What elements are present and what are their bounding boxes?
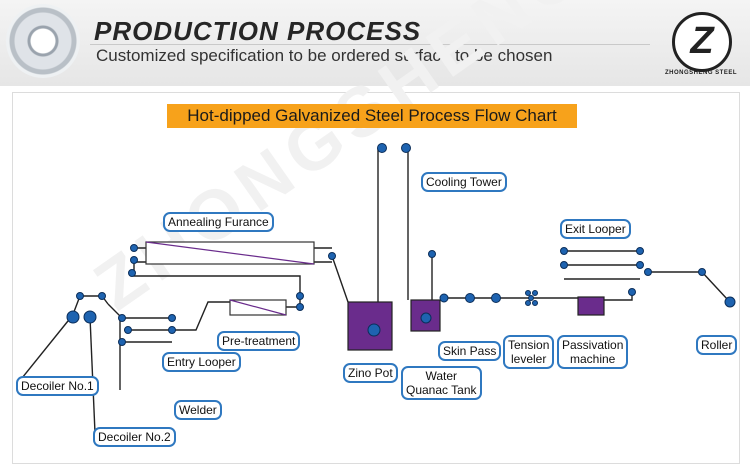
strip-line-to-pretreatment xyxy=(172,301,230,331)
furnace-roller-2 xyxy=(128,269,136,277)
flowchart-panel xyxy=(12,92,740,464)
bridle-roller-2 xyxy=(98,292,106,300)
entry-looper-roller-1 xyxy=(118,314,126,322)
cooling-tower-roller-1 xyxy=(377,143,387,153)
label-pre-treatment: Pre-treatment xyxy=(217,331,301,351)
skin-pass-roller-3 xyxy=(491,293,501,303)
label-entry-looper: Entry Looper xyxy=(162,352,241,372)
tension-roller-3 xyxy=(528,295,534,301)
label-water-quench-tank: Water Quanac Tank xyxy=(401,366,482,400)
label-roller: Roller xyxy=(696,335,738,355)
furnace-roller-1 xyxy=(130,256,138,264)
quench-roller xyxy=(420,312,432,324)
page-subtitle: Customized specification to be ordered s… xyxy=(96,46,553,65)
tension-roller-2 xyxy=(532,290,538,296)
exit-looper-roller-2 xyxy=(560,261,568,269)
exit-roller-2 xyxy=(698,268,706,276)
label-tension-leveler-line2: leveler xyxy=(511,352,547,366)
pretreatment-strip xyxy=(229,299,287,316)
exit-looper-roller-1 xyxy=(560,247,568,255)
label-skin-pass: Skin Pass xyxy=(438,341,502,361)
strip-line-to-exit-looper xyxy=(604,292,633,301)
entry-looper-roller-2 xyxy=(124,326,132,334)
final-roller xyxy=(724,296,736,308)
strip-line-to-roller xyxy=(648,271,729,301)
label-passivation-line1: Passivation xyxy=(562,338,624,352)
flowchart-title: Hot-dipped Galvanized Steel Process Flow… xyxy=(167,104,577,128)
header-banner xyxy=(0,0,750,86)
exit-looper-roller-4 xyxy=(636,261,644,269)
strip-line-decoiler1 xyxy=(17,315,73,384)
cooling-tower-roller-2 xyxy=(401,143,411,153)
label-tension-leveler: Tension leveler xyxy=(503,335,555,369)
tension-roller-1 xyxy=(525,290,531,296)
skin-pass-roller-2 xyxy=(465,293,475,303)
entry-looper-roller-5 xyxy=(168,326,176,334)
brand-logo-mark: Z xyxy=(690,20,714,62)
label-water-quench-line2: Quanac Tank xyxy=(406,383,477,397)
label-decoiler-1: Decoiler No.1 xyxy=(16,376,99,396)
label-cooling-tower: Cooling Tower xyxy=(421,172,507,192)
decoiler1-roller xyxy=(66,310,80,324)
pretreatment-roller-1 xyxy=(296,292,304,300)
pretreatment-roller-2 xyxy=(296,303,304,311)
strip-line-merge xyxy=(71,295,109,318)
label-water-quench-line1: Water xyxy=(425,369,458,383)
label-exit-looper: Exit Looper xyxy=(560,219,631,239)
skin-pass-roller-1 xyxy=(439,293,449,303)
exit-looper-roller-3 xyxy=(636,247,644,255)
annealing-furnace-strip xyxy=(145,241,315,265)
furnace-roller-4 xyxy=(328,252,336,260)
header-divider xyxy=(90,44,650,45)
exit-roller-1 xyxy=(644,268,652,276)
quench-roller-top xyxy=(428,250,436,258)
entry-looper-roller-4 xyxy=(168,314,176,322)
cooling-tower-strands xyxy=(377,148,409,330)
label-welder: Welder xyxy=(174,400,222,420)
page-title: PRODUCTION PROCESS xyxy=(94,16,422,46)
entry-looper-roller-3 xyxy=(118,338,126,346)
steel-coil-image xyxy=(6,4,80,78)
label-passivation-machine: Passivation machine xyxy=(557,335,629,369)
bridle-roller-1 xyxy=(76,292,84,300)
tension-roller-4 xyxy=(525,300,531,306)
brand-logo-text: ZHONGSHENG STEEL xyxy=(664,70,737,76)
label-tension-leveler-line1: Tension xyxy=(508,338,550,352)
strip-line-to-pot xyxy=(331,255,349,303)
brand-logo xyxy=(672,12,732,72)
tension-roller-5 xyxy=(532,300,538,306)
passivation-machine-box xyxy=(577,296,605,316)
furnace-roller-3 xyxy=(130,244,138,252)
label-zinc-pot: Zino Pot xyxy=(343,363,398,383)
strip-line-decoiler2 xyxy=(89,316,96,434)
zinc-pot-roller xyxy=(367,323,381,337)
decoiler2-roller xyxy=(83,310,97,324)
label-annealing-furnace: Annealing Furance xyxy=(163,212,274,232)
label-decoiler-2: Decoiler No.2 xyxy=(93,427,176,447)
label-passivation-line2: machine xyxy=(570,352,616,366)
exit-looper-strands xyxy=(564,250,640,280)
exit-looper-roller-5 xyxy=(628,288,636,296)
